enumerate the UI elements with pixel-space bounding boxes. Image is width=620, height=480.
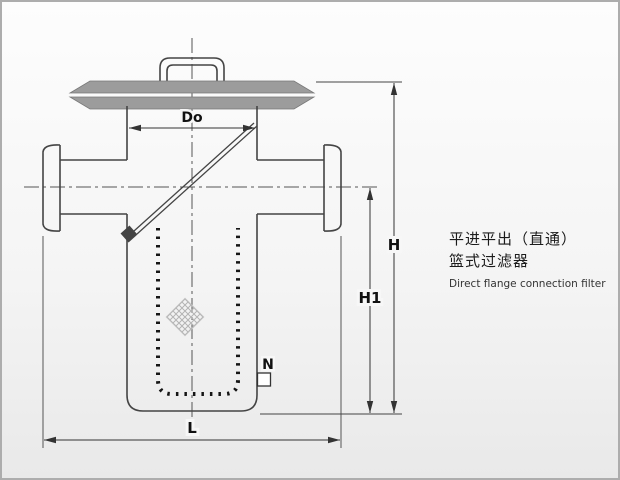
right-flange xyxy=(323,144,342,232)
right-flange-profile xyxy=(323,144,342,232)
filter-basket xyxy=(156,228,240,396)
drain-port: N xyxy=(256,355,276,387)
screen-line-1 xyxy=(133,122,255,232)
left-flange-profile xyxy=(42,144,61,232)
handle-outer xyxy=(159,57,225,81)
cover-flange-lower xyxy=(68,96,316,110)
title-line-1: 平进平出（直通） xyxy=(449,230,578,248)
do-label: Do xyxy=(181,110,203,126)
left-flange xyxy=(42,144,61,232)
screen-end-block xyxy=(120,225,138,243)
title-block: 平进平出（直通） 篮式过滤器 Direct flange connection … xyxy=(449,228,617,291)
pipe-nozzles xyxy=(60,159,324,215)
h-label: H xyxy=(388,236,401,254)
dim-h1: H1 xyxy=(356,188,385,413)
screen-line-2 xyxy=(136,125,258,235)
screen-diagonal xyxy=(120,122,258,243)
title-subtitle-en: Direct flange connection filter xyxy=(449,278,606,290)
cover-flange-upper xyxy=(68,80,316,94)
h1-label: H1 xyxy=(359,289,382,307)
drain-label: N xyxy=(262,357,274,373)
body-wall-lower xyxy=(126,214,258,412)
dim-do: Do xyxy=(129,108,255,132)
vessel-body xyxy=(126,106,258,412)
dim-l: L xyxy=(42,236,342,448)
handle-inner xyxy=(166,64,218,81)
cover-flange-joint xyxy=(68,80,316,110)
l-label: L xyxy=(187,419,197,437)
lifting-handle xyxy=(159,57,225,81)
mesh-hatch-patch xyxy=(165,297,205,337)
centerlines xyxy=(24,38,378,420)
drain-square xyxy=(256,372,272,387)
dim-h: H xyxy=(260,81,403,415)
title-line-2: 篮式过滤器 xyxy=(449,252,530,270)
